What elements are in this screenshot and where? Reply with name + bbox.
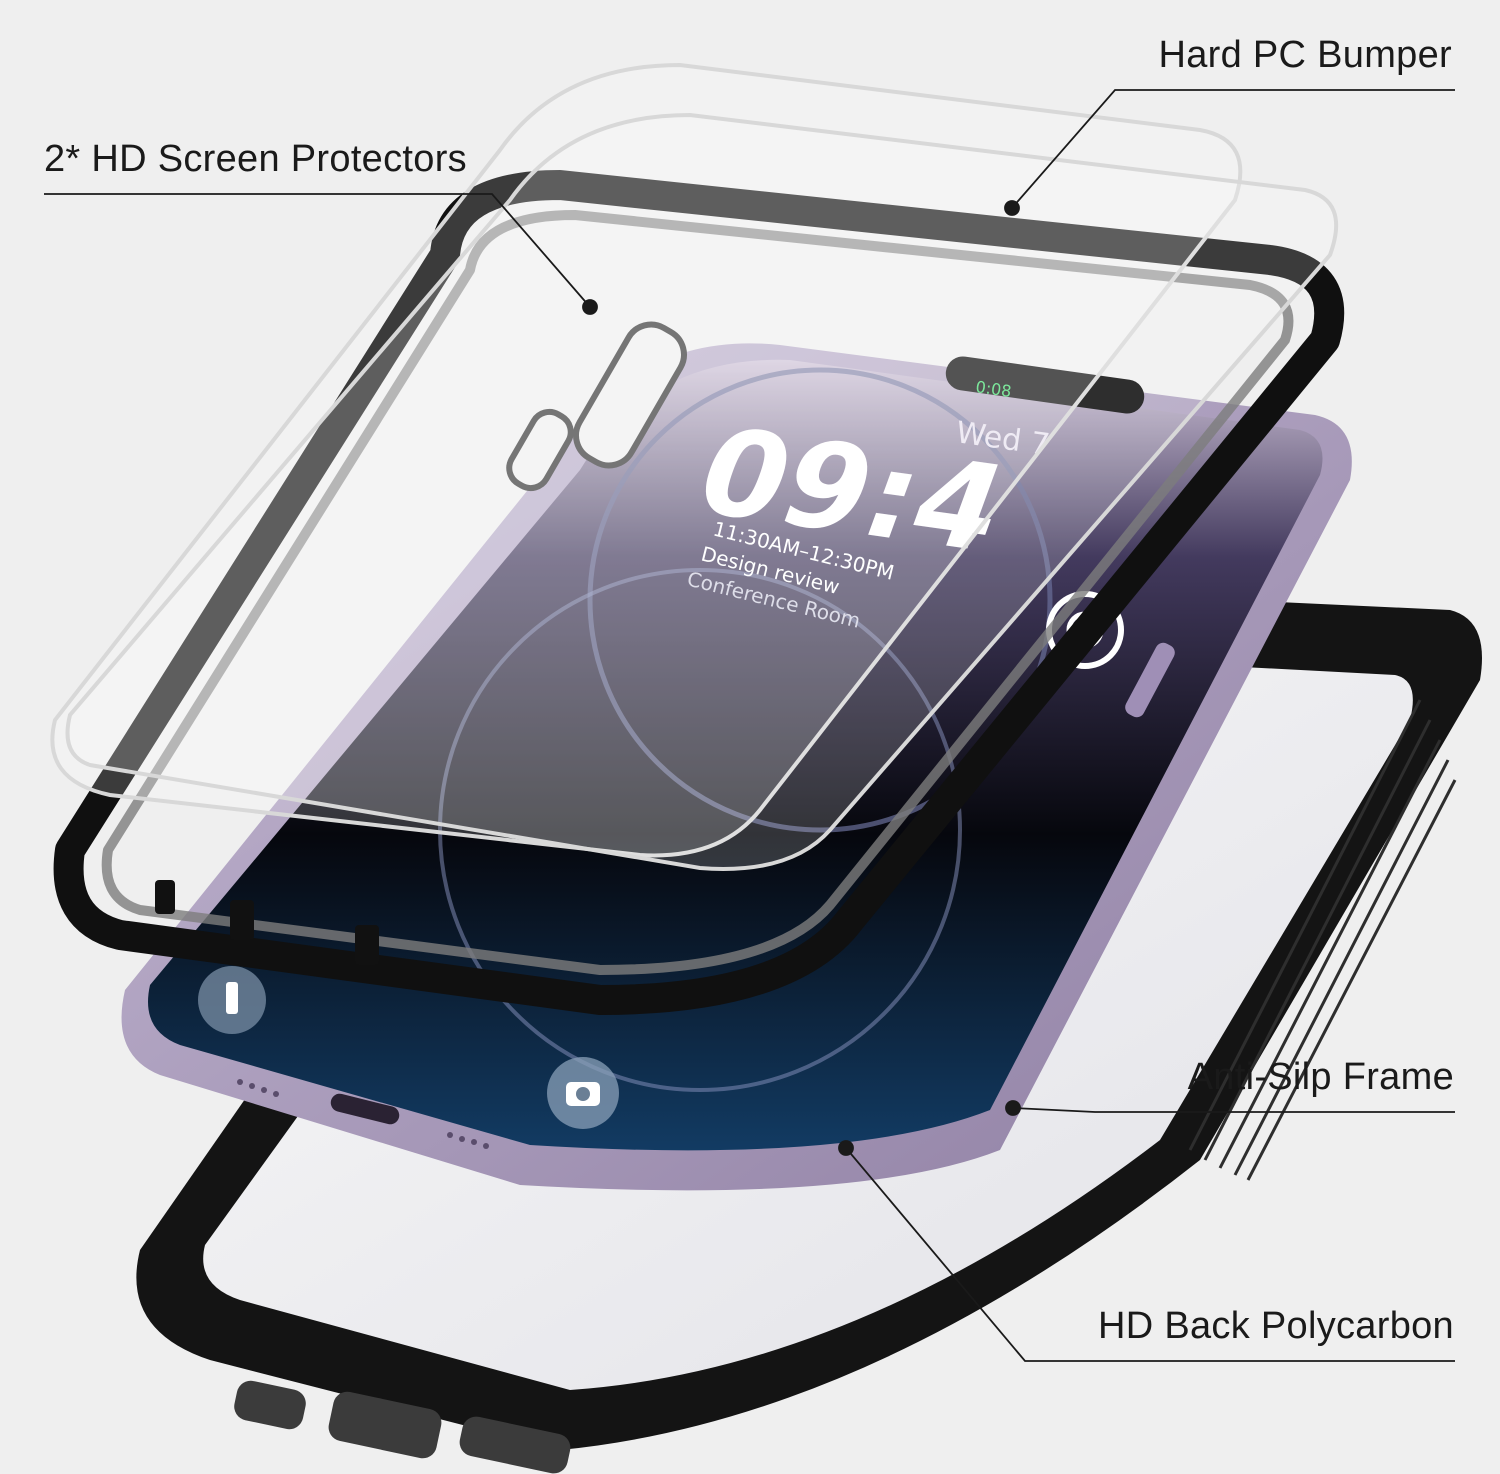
charging-port xyxy=(330,1093,400,1125)
callout-anti-slip-frame: Anti-Silp Frame xyxy=(1187,1056,1454,1098)
bumper-outer xyxy=(53,170,1345,1015)
callout-screen-protectors: 2* HD Screen Protectors xyxy=(44,138,467,180)
screen-protector-front xyxy=(65,112,1339,871)
leader-dot-back xyxy=(838,1140,854,1156)
screen-protector-back xyxy=(50,62,1243,858)
camera-icon xyxy=(547,1057,619,1129)
leader-dot-frame xyxy=(1005,1100,1021,1116)
bottom-port-cutouts xyxy=(234,1380,571,1474)
leader-dot-protectors xyxy=(582,299,598,315)
wallpaper-orbit-2 xyxy=(438,568,962,1092)
screen-protectors xyxy=(50,62,1339,871)
bumper-clips xyxy=(155,880,379,965)
dynamic-island xyxy=(945,356,1145,414)
flashlight-icon xyxy=(198,966,266,1034)
call-timer: 0:08 xyxy=(974,377,1012,401)
leader-frame xyxy=(1012,1107,1455,1113)
hard-pc-bumper xyxy=(53,170,1345,1015)
bumper-button-cutouts xyxy=(506,321,687,492)
callout-hd-back: HD Back Polycarbon xyxy=(1098,1305,1454,1347)
speaker-grill xyxy=(237,1079,489,1149)
bumper-inner-edge xyxy=(101,210,1294,975)
anti-slip-grooves xyxy=(1188,699,1457,1181)
callout-hard-pc-bumper: Hard PC Bumper xyxy=(1158,34,1452,76)
leader-dot-bumper xyxy=(1004,200,1020,216)
leader-protectors xyxy=(44,193,591,308)
leader-back xyxy=(845,1147,1455,1362)
side-button xyxy=(1125,642,1175,718)
leader-bumper xyxy=(1011,89,1455,209)
wallpaper-orbit xyxy=(587,367,1053,833)
callout-leaders xyxy=(44,89,1455,1362)
